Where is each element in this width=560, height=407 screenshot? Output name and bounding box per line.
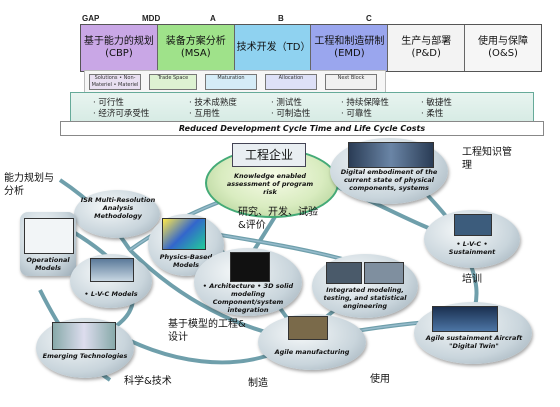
attr-reliability: · 可靠性 — [341, 109, 372, 119]
attr-sustainability: · 持续保障性 — [341, 98, 389, 108]
attr-feasibility: · 可行性 — [93, 98, 124, 108]
label-usage: 使用 — [370, 374, 390, 385]
phase-emd: 工程和制造研制(EMD) — [311, 25, 389, 71]
label-rdte: 研究、开发、试验&评价 — [238, 207, 318, 231]
label-manufacturing: 制造 — [248, 378, 268, 389]
attr-tech-maturity: · 技术成熟度 — [189, 98, 237, 108]
agile-manufacturing-label: Agile manufacturing — [274, 348, 350, 356]
aircraft-image — [432, 306, 498, 332]
physics-image — [162, 218, 206, 250]
sustainment-image — [454, 214, 492, 236]
factory-image — [348, 142, 434, 168]
attr-interoperability: · 互用性 — [189, 109, 220, 119]
label-training: 培训 — [462, 274, 482, 285]
process-legend: Solutions • Non-Materiel • Materiel Trad… — [84, 70, 386, 94]
architecture-image — [230, 252, 270, 282]
label-mbse: 基于模型的工程&设计 — [168, 319, 246, 343]
isr-node — [74, 190, 160, 238]
lvc-image — [90, 258, 134, 282]
integrated-label: Integrated modeling, testing, and statis… — [323, 286, 407, 310]
attr-affordability: · 经济可承受性 — [93, 109, 150, 119]
legend-solutions: Solutions • Non-Materiel • Materiel — [89, 74, 141, 90]
phase-td: 技术开发（TD） — [234, 25, 312, 71]
marker-c: C — [366, 14, 372, 23]
isr-label: ISR Multi-Resolution Analysis Methodolog… — [80, 196, 156, 220]
emerging-label: Emerging Technologies — [42, 352, 128, 360]
phase-pd: 生产与部署(P&D) — [388, 25, 466, 71]
physics-label: Physics-Based Models — [159, 253, 213, 269]
marker-gap: GAP — [82, 14, 100, 23]
phase-bar: 基于能力的规划(CBP) 装备方案分析(MSA) 技术开发（TD） 工程和制造研… — [80, 24, 542, 72]
marker-mdd: MDD — [142, 14, 161, 23]
architecture-label: • Architecture • 3D solid modeling Compo… — [202, 282, 294, 314]
phase-os: 使用与保障(O&S) — [465, 25, 541, 71]
digital-embodiment-label: Digital embodiment of the current state … — [340, 168, 438, 192]
label-science-tech: 科学&技术 — [124, 376, 172, 387]
center-caption: Knowledge enabled assessment of program … — [226, 172, 314, 196]
operational-label: Operational Models — [26, 256, 70, 272]
emerging-image — [52, 322, 116, 350]
legend-maturation: Maturation — [205, 74, 257, 90]
attr-manufacturability: · 可制造性 — [271, 109, 311, 119]
integrated-image-1 — [326, 262, 362, 284]
marker-a: A — [210, 14, 216, 23]
engineering-enterprise-title: 工程企业 — [232, 143, 306, 167]
attr-flexibility: · 柔性 — [421, 109, 444, 119]
label-capability-planning: 能力规划与分析 — [4, 173, 54, 197]
legend-next-block: Next Block — [325, 74, 377, 90]
phase-cbp: 基于能力的规划(CBP) — [81, 25, 158, 71]
legend-trade-space: Trade Space — [149, 74, 197, 90]
attr-testability: · 测试性 — [271, 98, 302, 108]
lvc-sustainment-label: • L-V-C • Sustainment — [448, 240, 496, 256]
legend-allocation: Allocation — [265, 74, 317, 90]
lvc-models-label: • L-V-C Models — [84, 290, 138, 298]
label-knowledge-management: 工程知识管理 — [462, 147, 512, 171]
integrated-image-2 — [364, 262, 404, 284]
marker-b: B — [278, 14, 284, 23]
phase-msa: 装备方案分析(MSA) — [157, 25, 235, 71]
operational-diagram-image — [24, 218, 74, 254]
attr-agility: · 敏捷性 — [421, 98, 452, 108]
digital-twin-label: Agile sustainment Aircraft "Digital Twin… — [425, 334, 523, 350]
cost-banner: Reduced Development Cycle Time and Life … — [60, 121, 544, 136]
manufacturing-image — [288, 316, 328, 340]
milestone-markers: GAP MDD A B C — [82, 14, 538, 26]
